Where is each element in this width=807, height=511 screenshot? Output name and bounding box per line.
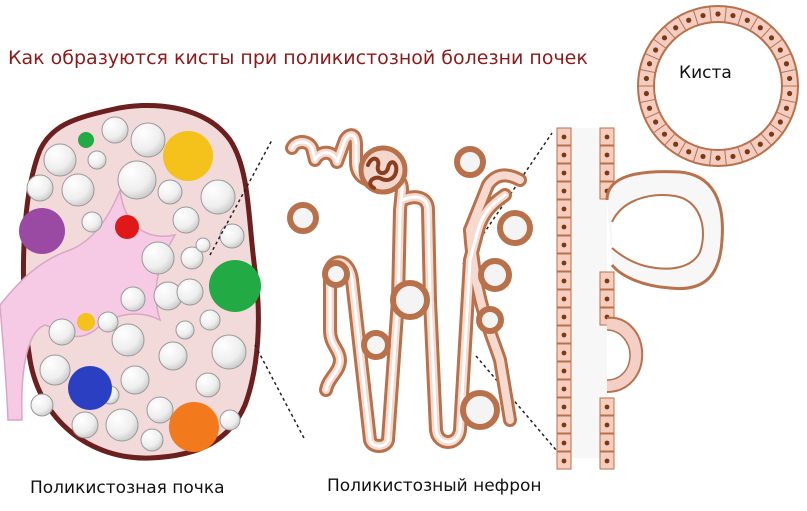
kidney-caption: Поликистозная почка xyxy=(30,478,225,498)
cyst-caption: Киста xyxy=(679,63,732,83)
cyst-highlight-green-small xyxy=(78,132,94,148)
glomerulus xyxy=(358,145,408,195)
figure-title: Как образуются кисты при поликистозной б… xyxy=(8,47,588,69)
nephron-cysts xyxy=(287,146,533,430)
nephron-caption: Поликистозный нефрон xyxy=(327,476,542,496)
cyst-highlight-red xyxy=(115,215,139,239)
tubule-cell-detail xyxy=(556,127,724,470)
cyst-highlight-orange xyxy=(169,402,219,452)
cyst-highlight-purple xyxy=(19,208,65,254)
cyst-cross-section xyxy=(637,5,799,167)
cyst-highlight-yellow xyxy=(163,131,213,181)
cyst-highlight-yellow-small xyxy=(77,313,95,331)
cyst-highlight-green xyxy=(209,260,261,312)
cyst-highlight-blue xyxy=(68,366,112,410)
polycystic-kidney xyxy=(0,103,261,461)
kidney-pelvis xyxy=(0,187,177,421)
polycystic-nephron xyxy=(285,128,533,453)
